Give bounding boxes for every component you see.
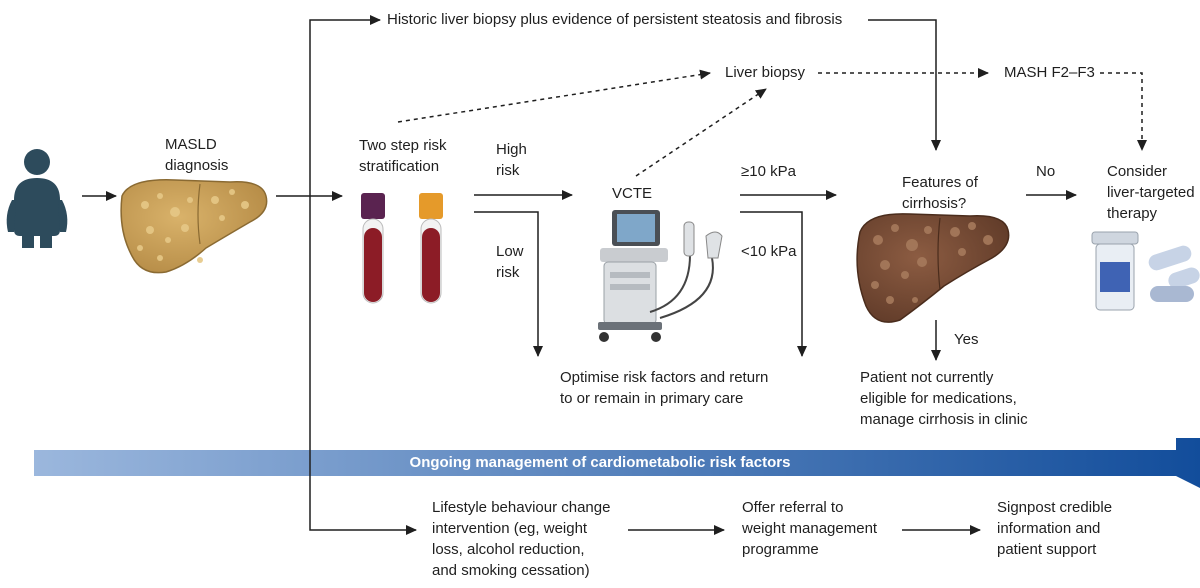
features-of-cirrhosis-label: Features of cirrhosis? xyxy=(902,174,978,212)
cirrhotic-liver-illustration xyxy=(856,213,1010,323)
medication-illustration xyxy=(1091,231,1200,311)
low-risk-label: Low risk xyxy=(496,243,524,281)
person-icon xyxy=(6,149,68,248)
optimise-risk-factors-label: Optimise risk factors and return to or r… xyxy=(560,369,769,407)
banner-label: Ongoing management of cardiometabolic ri… xyxy=(409,454,791,471)
lt-10-kpa-label: <10 kPa xyxy=(741,243,797,260)
blood-tube-purple xyxy=(361,193,385,304)
signpost-support-label: Signpost credible information and patien… xyxy=(997,499,1113,558)
blood-tube-orange xyxy=(419,193,443,304)
masld-diagnosis-label: MASLD diagnosis xyxy=(165,136,229,174)
solid-connectors xyxy=(82,15,1077,535)
fatty-liver-illustration xyxy=(120,179,268,274)
cardiometabolic-banner-arrow xyxy=(34,438,1200,488)
weight-management-referral-label: Offer referral to weight management prog… xyxy=(742,499,878,558)
consider-therapy-label: Consider liver-targeted therapy xyxy=(1107,163,1195,222)
not-eligible-label: Patient not currently eligible for medic… xyxy=(860,369,1028,428)
high-risk-label: High risk xyxy=(496,141,527,179)
liver-biopsy-label: Liver biopsy xyxy=(725,64,806,81)
historic-biopsy-label: Historic liver biopsy plus evidence of p… xyxy=(387,11,843,28)
ge-10-kpa-label: ≥10 kPa xyxy=(741,163,796,180)
vcte-label: VCTE xyxy=(612,185,653,202)
mash-label: MASH F2–F3 xyxy=(1004,64,1095,81)
vcte-machine-illustration xyxy=(598,210,723,342)
yes-label: Yes xyxy=(954,331,979,348)
no-label: No xyxy=(1036,163,1056,180)
dashed-connectors xyxy=(397,68,1147,177)
two-step-risk-label: Two step risk stratification xyxy=(359,137,447,175)
lifestyle-change-label: Lifestyle behaviour change intervention … xyxy=(432,499,611,579)
